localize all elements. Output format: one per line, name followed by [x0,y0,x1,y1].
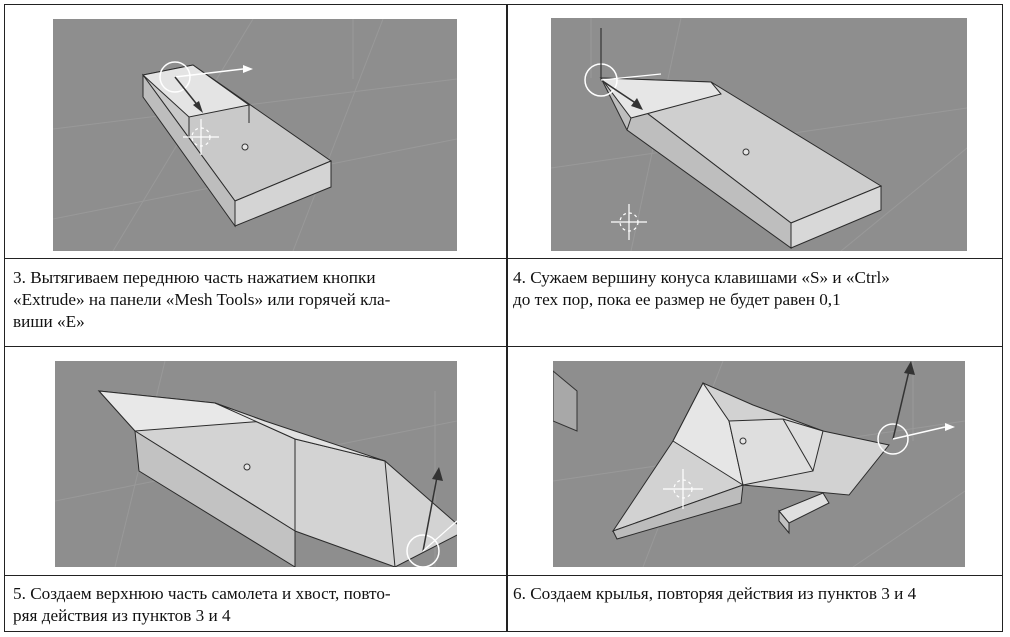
viewport-screenshot-step-6 [553,361,965,567]
viewport-screenshot-step-3 [53,19,457,251]
caption-line: 5. Создаем верхнюю часть самолета и хвос… [13,583,499,605]
viewport-screenshot-step-4 [551,18,967,251]
caption-step-4: 4. Сужаем вершину конуса клавишами «S» и… [513,267,997,311]
row-divider [5,258,1002,259]
viewport-screenshot-step-5 [55,361,457,567]
caption-line: до тех пор, пока ее размер не будет раве… [513,289,997,311]
row-divider [5,346,1002,347]
caption-line: «Extrude» на панели «Mesh Tools» или гор… [13,289,499,311]
column-divider [506,5,508,631]
caption-line: 6. Создаем крылья, повторяя действия из … [513,583,997,605]
row-divider [5,575,1002,576]
caption-line: 4. Сужаем вершину конуса клавишами «S» и… [513,267,997,289]
caption-step-3: 3. Вытягиваем переднюю часть нажатием кн… [13,267,499,333]
caption-step-6: 6. Создаем крылья, повторяя действия из … [513,583,997,605]
instruction-table: 3. Вытягиваем переднюю часть нажатием кн… [4,4,1003,632]
caption-line: ряя действия из пунктов 3 и 4 [13,605,499,627]
caption-step-5: 5. Создаем верхнюю часть самолета и хвос… [13,583,499,627]
caption-line: 3. Вытягиваем переднюю часть нажатием кн… [13,267,499,289]
caption-line: виши «E» [13,311,499,333]
